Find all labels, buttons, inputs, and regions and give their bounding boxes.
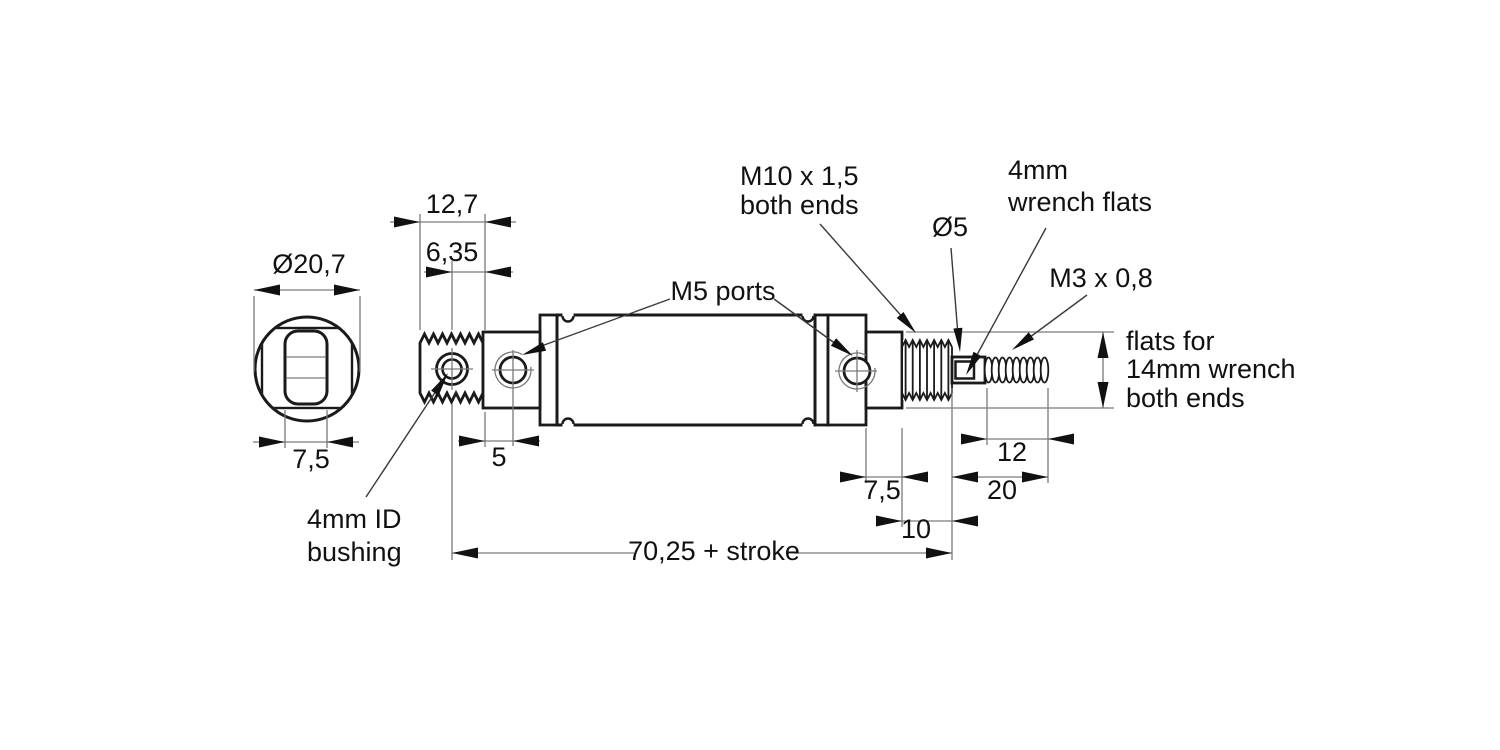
- right-crimp-flange: [813, 313, 830, 427]
- label-m10-line2: both ends: [740, 190, 859, 220]
- dim-end-diameter: Ø20,7: [272, 249, 346, 279]
- right-cap-flats: [864, 330, 904, 410]
- rod-wrench-flat: [954, 360, 976, 380]
- dim-cap-flat-length: 7,5: [863, 475, 901, 505]
- label-cap-flats-line1: flats for: [1126, 326, 1215, 356]
- dim-m10-thread-length: 10: [901, 514, 931, 544]
- dim-end-slot-width: 7,5: [292, 444, 330, 474]
- dim-rear-block-width: 12,7: [426, 189, 479, 219]
- cylinder-body: [555, 313, 817, 427]
- dim-rod-extension: 20: [987, 475, 1017, 505]
- end-view-cap-profile: [260, 326, 354, 410]
- dim-port-offset: 5: [491, 442, 506, 472]
- label-rod-flats-line1: 4mm: [1008, 155, 1068, 185]
- end-view-slot: [283, 329, 329, 406]
- crimp-notches: [561, 311, 815, 429]
- label-m3-thread: M3 x 0,8: [1049, 263, 1153, 293]
- m5-thread-arc-right: [838, 352, 876, 390]
- cylinder-end-view: [253, 315, 361, 423]
- drawing-text: Ø20,7 7,5 12,7 6,35 5 4mm ID bushing M5 …: [272, 155, 1295, 567]
- dim-overall-length: 70,25 + stroke: [628, 536, 800, 566]
- dimension-arrowheads: [254, 216, 1109, 559]
- label-bushing-line1: 4mm ID: [307, 504, 402, 534]
- leader-lines: [365, 223, 1088, 498]
- m3-thread-tip: [983, 356, 1050, 384]
- label-rod-diameter: Ø5: [932, 212, 968, 242]
- label-bushing-line2: bushing: [307, 537, 402, 567]
- label-cap-flats-line2: 14mm wrench: [1126, 354, 1296, 384]
- label-m10-line1: M10 x 1,5: [740, 161, 859, 191]
- m5-thread-arc-left: [494, 351, 532, 389]
- m10-thread: [901, 338, 953, 402]
- label-cap-flats-line3: both ends: [1126, 383, 1245, 413]
- dim-rear-hole-offset: 6,35: [426, 237, 479, 267]
- dim-m3-thread-length: 12: [997, 437, 1027, 467]
- label-m5-ports: M5 ports: [670, 276, 775, 306]
- label-rod-flats-line2: wrench flats: [1007, 187, 1152, 217]
- left-crimp-flange: [538, 313, 559, 427]
